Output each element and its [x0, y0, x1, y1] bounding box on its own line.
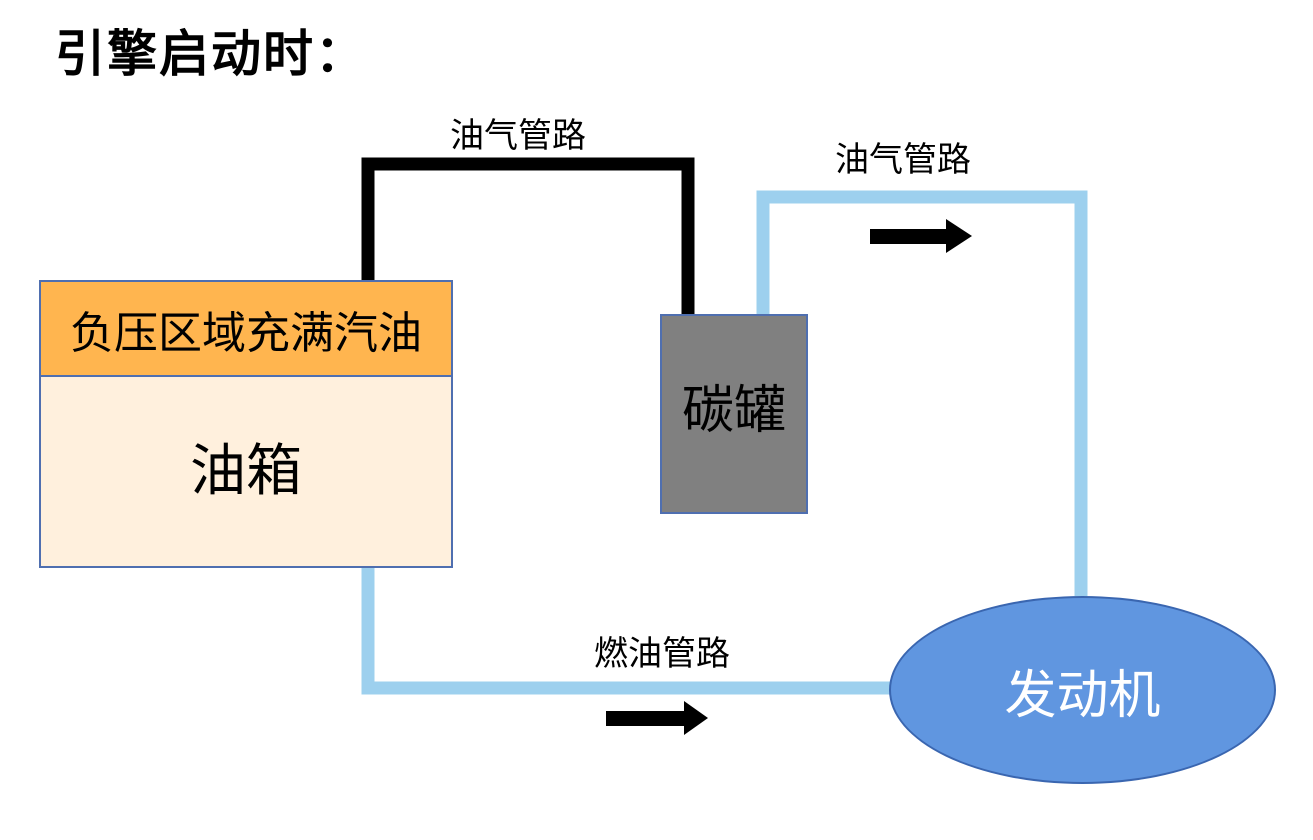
fuel-pipe-label: 燃油管路	[594, 634, 730, 674]
vapor-pipe-tank-to-canister	[361, 157, 695, 314]
carbon-canister-label: 碳罐	[681, 380, 786, 441]
page-title: 引擎启动时：	[55, 25, 367, 83]
arrow-right-icon	[870, 219, 972, 253]
fuel-tank-label: 油箱	[190, 439, 302, 504]
fuel-tank-vapor-zone-label: 负压区域充满汽油	[70, 307, 422, 359]
fuel-tank: 油箱	[39, 377, 453, 568]
carbon-canister: 碳罐	[660, 314, 808, 514]
vapor-pipe-canister-to-engine	[756, 190, 1088, 596]
vapor-pipe-label-2: 油气管路	[835, 140, 971, 180]
fuel-pipe-tank-to-engine	[361, 568, 890, 695]
vapor-pipe-label-1: 油气管路	[450, 116, 586, 156]
arrow-right-icon	[606, 701, 708, 735]
fuel-tank-vapor-zone: 负压区域充满汽油	[39, 280, 453, 377]
engine: 发动机	[889, 596, 1276, 784]
engine-label: 发动机	[1004, 665, 1161, 726]
